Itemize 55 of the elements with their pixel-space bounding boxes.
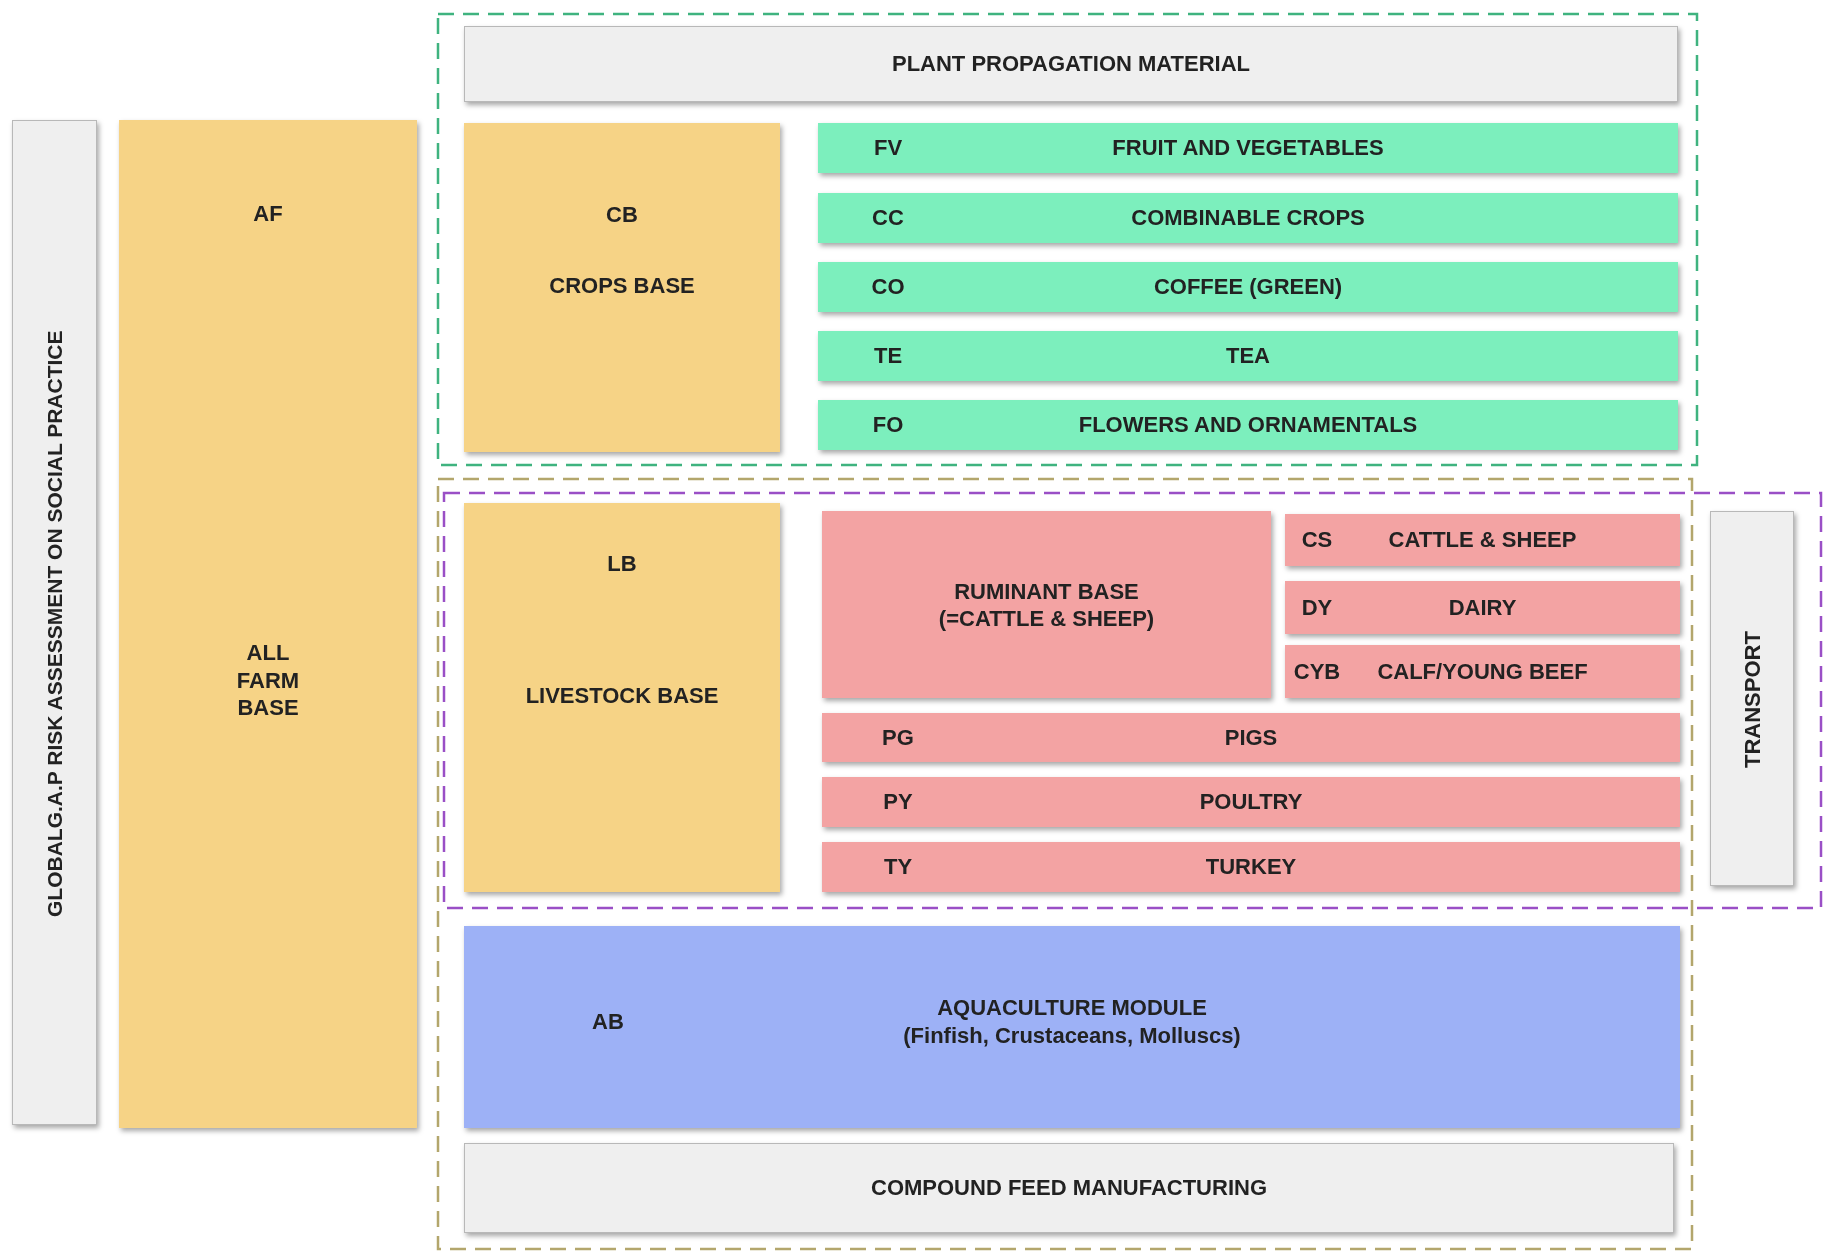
module-name: COMPOUND FEED MANUFACTURING — [871, 1174, 1267, 1202]
crop-module-box — [818, 123, 1678, 173]
module-name: RUMINANT BASE (=CATTLE & SHEEP) — [937, 577, 1156, 632]
base-box — [464, 503, 780, 892]
livestock-module-box — [822, 713, 1680, 762]
module-name: FRUIT AND VEGETABLES — [1112, 134, 1384, 162]
livestock-module-box — [822, 511, 1271, 698]
module-code: CS — [1301, 526, 1333, 554]
module-code: AB — [592, 1007, 624, 1036]
module-name: TRANSPORT — [1739, 630, 1767, 770]
crop-module-box — [818, 262, 1678, 312]
module-code: DY — [1301, 593, 1333, 622]
base-box — [464, 123, 780, 452]
livestock-module-box — [1285, 645, 1680, 698]
module-code: AF — [253, 200, 283, 228]
crop-module-box — [818, 193, 1678, 243]
module-name: TEA — [1226, 342, 1270, 370]
module-name: CATTLE & SHEEP — [1388, 526, 1577, 554]
module-name: COMBINABLE CROPS — [1131, 204, 1365, 232]
livestock-module-box — [822, 842, 1680, 892]
module-code: TY — [883, 853, 913, 881]
module-code: FO — [872, 411, 904, 439]
module-code: CB — [606, 201, 638, 229]
crop-module-box — [818, 331, 1678, 381]
module-name: LIVESTOCK BASE — [525, 682, 719, 710]
module-box — [464, 26, 1678, 102]
module-name: GLOBALG.A.P RISK ASSESSMENT ON SOCIAL PRACTICE — [42, 329, 68, 919]
base-box — [119, 120, 417, 1128]
module-box — [1710, 511, 1794, 886]
module-name: TURKEY — [1205, 853, 1297, 881]
module-name: COFFEE (GREEN) — [1153, 273, 1343, 301]
livestock-module-box — [1285, 514, 1680, 566]
module-code: CYB — [1293, 657, 1341, 686]
module-code: CO — [871, 273, 905, 301]
module-code: PY — [883, 788, 913, 816]
module-code: LB — [607, 550, 637, 578]
aquaculture-box — [464, 926, 1680, 1128]
module-name: PIGS — [1224, 723, 1278, 752]
module-name: CROPS BASE — [549, 272, 695, 300]
module-name: ALL FARM BASE — [235, 638, 301, 722]
module-name: CALF/YOUNG BEEF — [1377, 657, 1588, 686]
module-name: POULTRY — [1199, 788, 1303, 816]
module-box — [12, 120, 97, 1125]
module-code: CC — [872, 204, 904, 232]
module-box — [464, 1143, 1674, 1233]
module-code: TE — [873, 342, 903, 370]
module-code: FV — [873, 134, 903, 162]
crop-module-box — [818, 400, 1678, 450]
livestock-module-box — [822, 777, 1680, 827]
module-name: DAIRY — [1448, 593, 1517, 622]
livestock-module-box — [1285, 581, 1680, 634]
module-name: PLANT PROPAGATION MATERIAL — [891, 50, 1251, 78]
module-code: PG — [882, 723, 914, 752]
module-name: FLOWERS AND ORNAMENTALS — [1078, 411, 1418, 439]
module-name: AQUACULTURE MODULE (Finfish, Crustaceans, Molluscs) — [902, 994, 1242, 1049]
